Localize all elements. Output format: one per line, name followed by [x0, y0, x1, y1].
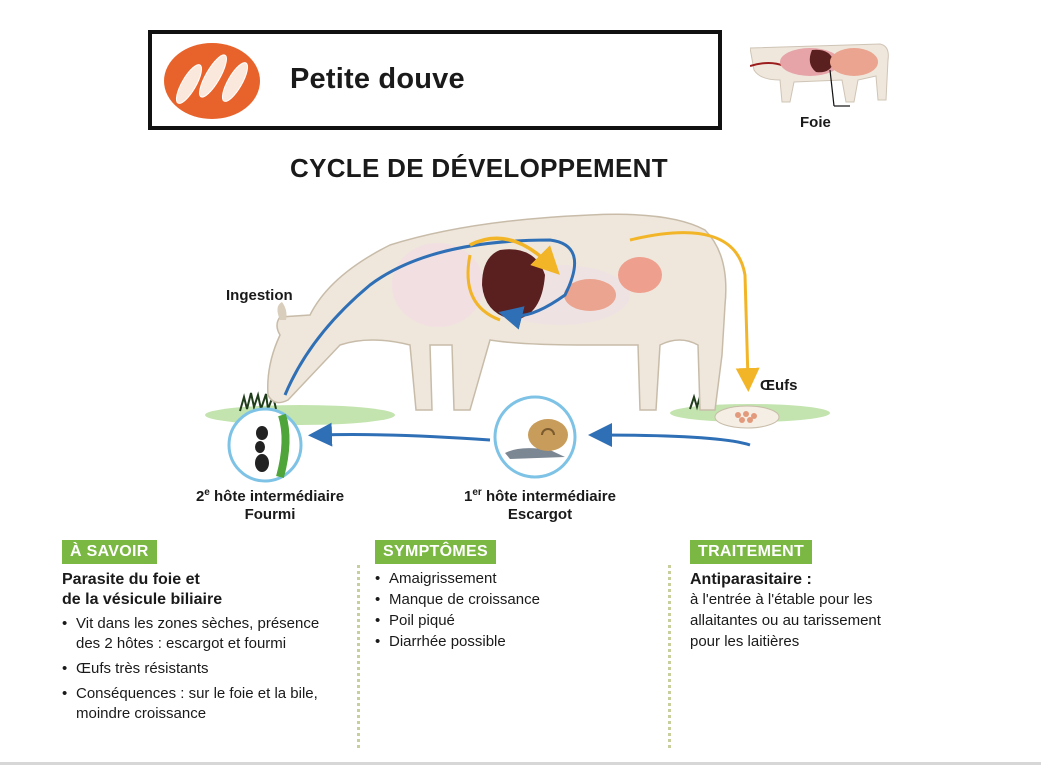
yellow-arrow-eggs: [629, 231, 760, 392]
list-item: Amaigrissement: [375, 569, 635, 589]
traitement-line: à l'entrée à l'étable pour les: [690, 591, 873, 608]
list-item: Diarrhée possible: [375, 632, 635, 652]
savoir-heading-1: Parasite du foie et: [62, 571, 200, 588]
host2-label: hôte intermédiaire: [214, 488, 345, 505]
traitement-heading: Antiparasitaire :: [690, 571, 812, 588]
eggs-illustration: [714, 405, 780, 429]
page-title: Petite douve: [290, 63, 465, 95]
traitement-line: pour les laitières: [690, 633, 800, 650]
fluke-icon: [164, 43, 260, 119]
host2-suffix: e: [204, 487, 210, 498]
host2-name: Fourmi: [244, 506, 296, 523]
arrow-to-snail: [588, 423, 751, 448]
eggs-label: Œufs: [760, 377, 798, 394]
savoir-list: Vit dans les zones sèches, présence des …: [62, 614, 342, 724]
tag-traitement: TRAITEMENT: [690, 540, 813, 564]
cow-illustration: [267, 213, 727, 411]
yellow-arrow-return: [466, 254, 501, 322]
thumbnail-label: Foie: [800, 114, 831, 131]
host1-suffix: er: [472, 487, 482, 498]
host2-caption: 2e hôte intermédiaire Fourmi: [160, 484, 380, 524]
traitement-line: allaitantes ou au tarissement: [690, 612, 881, 629]
cycle-diagram: [205, 213, 830, 483]
symptomes-list: Amaigrissement Manque de croissance Poil…: [375, 569, 635, 652]
divider-1: [357, 565, 360, 748]
list-item: Vit dans les zones sèches, présence des …: [62, 614, 342, 654]
panel-symptomes: SYMPTÔMES Amaigrissement Manque de crois…: [375, 540, 635, 653]
blue-cycle-arrow: [283, 238, 577, 396]
host1-number: 1: [463, 488, 473, 505]
host1-name: Escargot: [507, 506, 573, 523]
host2-number: 2: [195, 488, 205, 505]
list-item: Conséquences : sur le foie et la bile, m…: [62, 684, 342, 724]
tag-symptomes: SYMPTÔMES: [375, 540, 496, 564]
list-item: Œufs très résistants: [62, 659, 342, 679]
yellow-arrow-liver: [469, 236, 560, 275]
tag-a-savoir: À SAVOIR: [62, 540, 157, 564]
host1-label: hôte intermédiaire: [485, 488, 616, 505]
panel-a-savoir: À SAVOIR Parasite du foie et de la vésic…: [62, 540, 342, 729]
ant-medallion: [227, 407, 303, 483]
liver-location-thumbnail: [750, 43, 889, 107]
cycle-title: CYCLE DE DÉVELOPPEMENT: [290, 153, 668, 183]
divider-2: [668, 565, 671, 748]
list-item: Poil piqué: [375, 611, 635, 631]
snail-medallion: [493, 395, 577, 479]
host1-caption: 1er hôte intermédiaire Escargot: [430, 484, 650, 524]
arrow-to-ant: [308, 422, 491, 447]
ingestion-label: Ingestion: [226, 287, 293, 304]
bottom-rule: [0, 762, 1041, 765]
savoir-heading-2: de la vésicule biliaire: [62, 591, 223, 608]
panel-traitement: TRAITEMENT Antiparasitaire : à l'entrée …: [690, 540, 970, 653]
list-item: Manque de croissance: [375, 590, 635, 610]
